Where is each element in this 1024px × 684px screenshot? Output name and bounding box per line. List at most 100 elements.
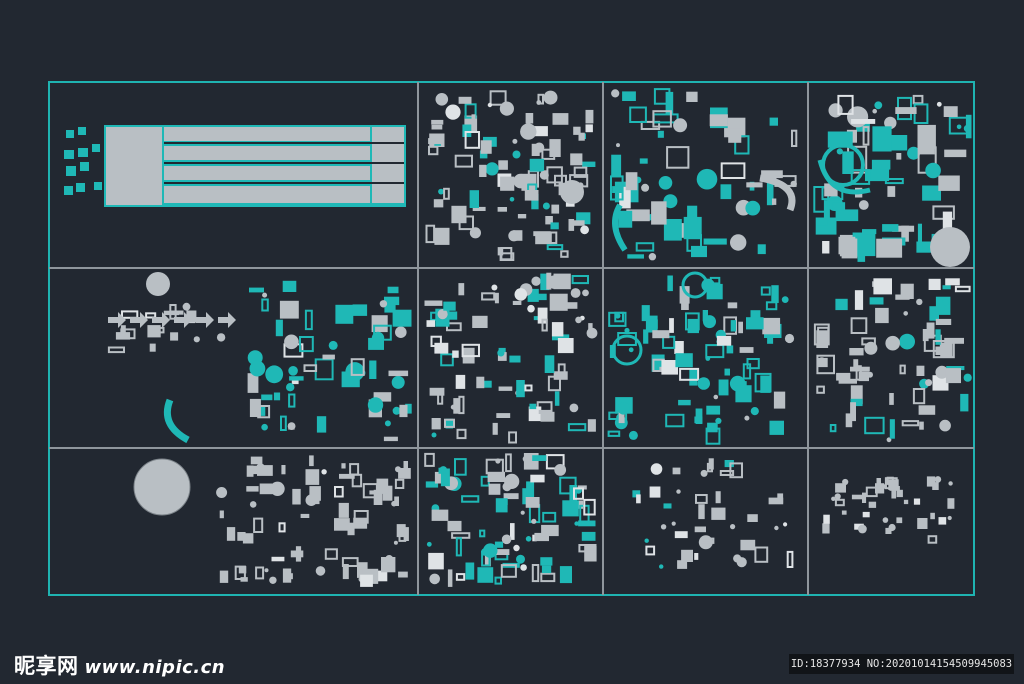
furniture-block bbox=[383, 561, 394, 566]
furniture-block bbox=[492, 422, 498, 435]
outline-block bbox=[954, 285, 971, 293]
panel-conference-table bbox=[64, 125, 406, 207]
furniture-block bbox=[868, 501, 877, 508]
round-symbol bbox=[730, 234, 747, 251]
furniture-block bbox=[335, 304, 354, 324]
outline-block bbox=[862, 126, 870, 146]
furniture-block bbox=[918, 405, 936, 415]
outline-block bbox=[353, 510, 369, 524]
round-symbol bbox=[216, 487, 228, 498]
furniture-block bbox=[769, 117, 778, 126]
round-symbol bbox=[216, 333, 226, 342]
furniture-block bbox=[835, 209, 859, 222]
outline-block bbox=[334, 486, 344, 498]
furniture-block bbox=[841, 510, 847, 515]
furniture-block bbox=[740, 539, 756, 551]
round-symbol bbox=[514, 288, 528, 301]
furniture-block bbox=[357, 562, 368, 578]
furniture-block bbox=[852, 232, 876, 257]
furniture-block bbox=[424, 300, 443, 306]
furniture-block bbox=[862, 511, 870, 518]
round-symbol bbox=[435, 93, 449, 106]
furniture-block bbox=[352, 304, 368, 316]
furniture-block bbox=[545, 216, 553, 225]
outline-block bbox=[927, 535, 938, 544]
round-symbol bbox=[437, 309, 448, 320]
furniture-block bbox=[838, 236, 856, 255]
furniture-block bbox=[494, 292, 499, 304]
plant-symbol bbox=[130, 312, 148, 328]
furniture-block bbox=[281, 465, 286, 475]
furniture-block bbox=[584, 546, 597, 562]
outline-block bbox=[255, 566, 265, 580]
furniture-block bbox=[872, 126, 892, 152]
round-symbol bbox=[963, 373, 972, 382]
round-symbol bbox=[445, 104, 461, 120]
furniture-block bbox=[588, 323, 593, 330]
round-symbol bbox=[367, 397, 384, 413]
outline-block bbox=[324, 548, 338, 560]
round-symbol bbox=[429, 573, 441, 585]
round-table-outline bbox=[133, 458, 191, 516]
outline-block bbox=[455, 537, 462, 557]
round-symbol bbox=[182, 302, 191, 311]
round-symbol bbox=[249, 501, 257, 508]
furniture-block bbox=[570, 153, 583, 166]
outline-block bbox=[257, 405, 271, 419]
furniture-block bbox=[916, 365, 925, 376]
furniture-block bbox=[885, 527, 892, 534]
round-symbol bbox=[569, 403, 579, 413]
furniture-block bbox=[943, 106, 958, 117]
furniture-block bbox=[377, 570, 388, 582]
outline-block bbox=[705, 344, 725, 359]
furniture-block bbox=[322, 354, 335, 360]
furniture-block bbox=[247, 373, 259, 393]
round-symbol bbox=[522, 455, 529, 463]
furniture-block bbox=[679, 223, 687, 238]
outline-block bbox=[500, 564, 517, 578]
furniture-block bbox=[271, 556, 285, 562]
furniture-block bbox=[726, 345, 734, 354]
furniture-block bbox=[889, 393, 894, 405]
outline-block bbox=[461, 343, 481, 358]
furniture-block bbox=[471, 114, 476, 131]
furniture-symbol-blocks bbox=[107, 88, 972, 587]
furniture-block bbox=[845, 413, 853, 428]
round-symbol bbox=[328, 340, 338, 350]
round-symbol bbox=[817, 357, 826, 366]
furniture-block bbox=[767, 328, 774, 344]
outline-block bbox=[537, 93, 544, 105]
round-symbol bbox=[616, 143, 620, 148]
outline-block bbox=[394, 478, 405, 489]
furniture-block bbox=[889, 486, 900, 491]
round-symbol bbox=[617, 402, 630, 415]
round-symbol bbox=[624, 327, 630, 334]
curved-sofa-symbol bbox=[612, 203, 628, 252]
round-symbol bbox=[269, 576, 277, 584]
furniture-block bbox=[632, 490, 641, 498]
outline-block bbox=[464, 131, 481, 149]
round-symbol bbox=[696, 168, 718, 190]
furniture-block bbox=[935, 296, 951, 315]
furniture-block bbox=[342, 564, 349, 580]
round-symbol bbox=[287, 422, 296, 430]
round-symbol bbox=[615, 313, 621, 319]
furniture-block bbox=[687, 205, 698, 224]
furniture-block bbox=[850, 398, 863, 407]
round-symbol bbox=[520, 564, 527, 571]
round-symbol bbox=[321, 469, 327, 475]
round-symbol bbox=[395, 466, 401, 473]
furniture-block bbox=[538, 293, 547, 301]
furniture-block bbox=[479, 164, 487, 177]
round-symbol bbox=[925, 162, 941, 179]
round-symbol bbox=[847, 106, 869, 128]
furniture-block bbox=[533, 231, 551, 237]
round-symbol bbox=[884, 116, 897, 130]
furniture-block bbox=[551, 322, 564, 337]
furniture-block bbox=[849, 348, 864, 356]
outline-block bbox=[560, 250, 569, 258]
furniture-block bbox=[445, 418, 454, 429]
outline-block bbox=[837, 94, 854, 115]
round-symbol bbox=[512, 150, 521, 159]
furniture-block bbox=[549, 139, 561, 157]
